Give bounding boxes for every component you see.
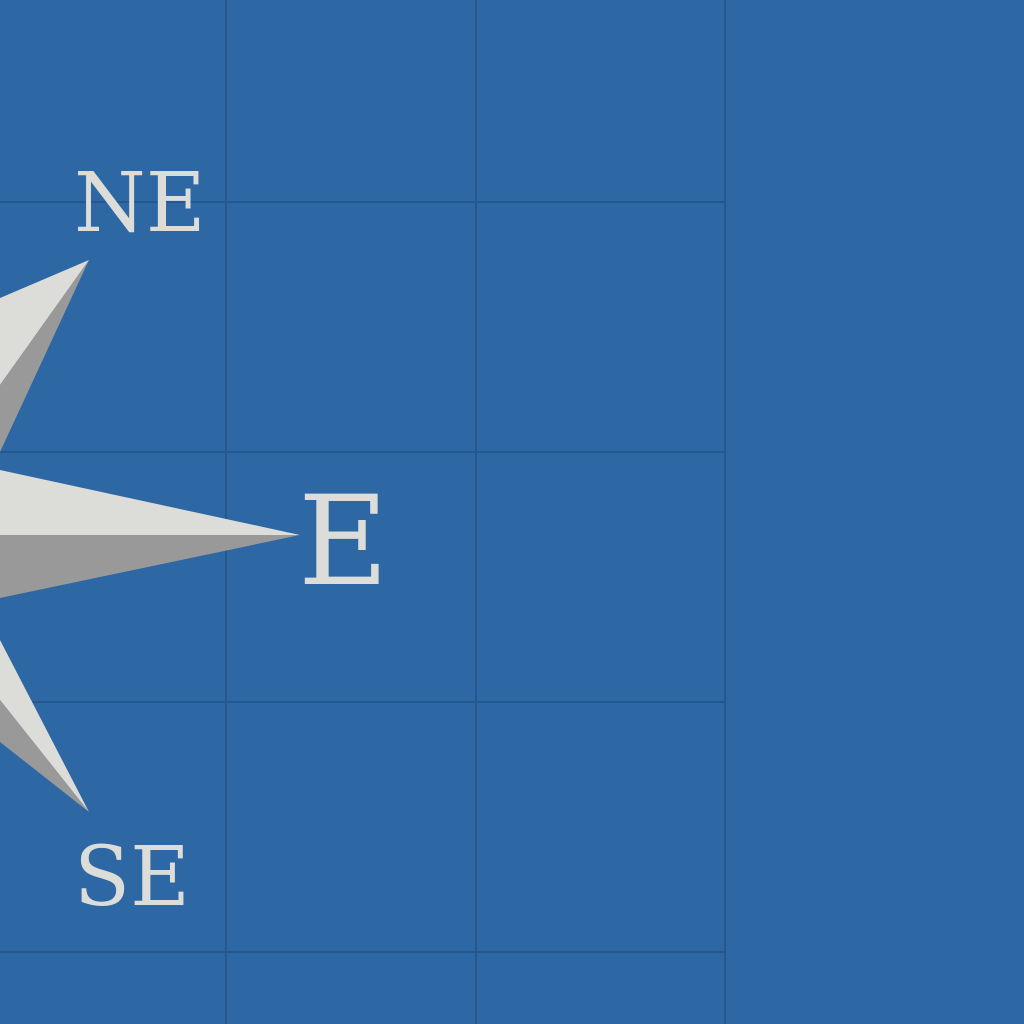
compass-label-se: SE [74,830,190,925]
grid [0,0,726,1024]
compass-star [0,260,300,812]
ne-point [0,260,89,452]
compass-label-e: E [298,470,389,614]
se-point [0,640,89,812]
compass-label-ne: NE [74,156,206,251]
e-point [0,470,300,598]
